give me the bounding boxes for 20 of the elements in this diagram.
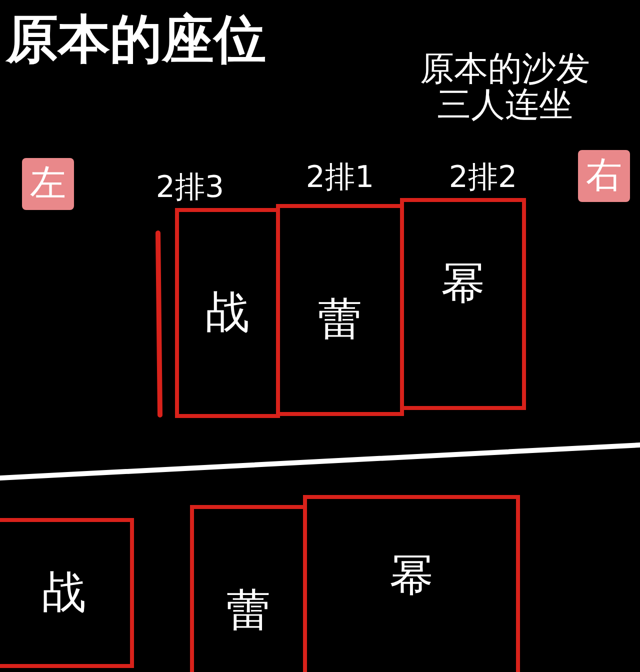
seat-name: 幂 [390, 554, 434, 598]
title: 原本的座位 [6, 14, 266, 66]
row-seat-label: 2排2 [448, 162, 518, 194]
seat-name: 战 [206, 291, 250, 335]
seat-name: 战 [42, 571, 86, 615]
note-text: 原本的沙发三人连坐 [419, 52, 591, 124]
seat-name: 蕾 [318, 298, 362, 342]
seat-name: 幂 [441, 262, 485, 306]
seat-box [303, 495, 520, 672]
seat-box [276, 204, 404, 416]
seat-box [175, 208, 280, 418]
seat-name: 蕾 [226, 589, 270, 633]
row-seat-label: 2排3 [154, 172, 226, 204]
direction-text: 右 [586, 158, 622, 194]
seat-box [0, 518, 134, 668]
direction-text: 左 [30, 166, 66, 202]
row-seat-label: 2排1 [304, 162, 376, 194]
direction-badge [578, 150, 630, 202]
direction-badge [22, 158, 74, 210]
seat-box [400, 198, 526, 410]
